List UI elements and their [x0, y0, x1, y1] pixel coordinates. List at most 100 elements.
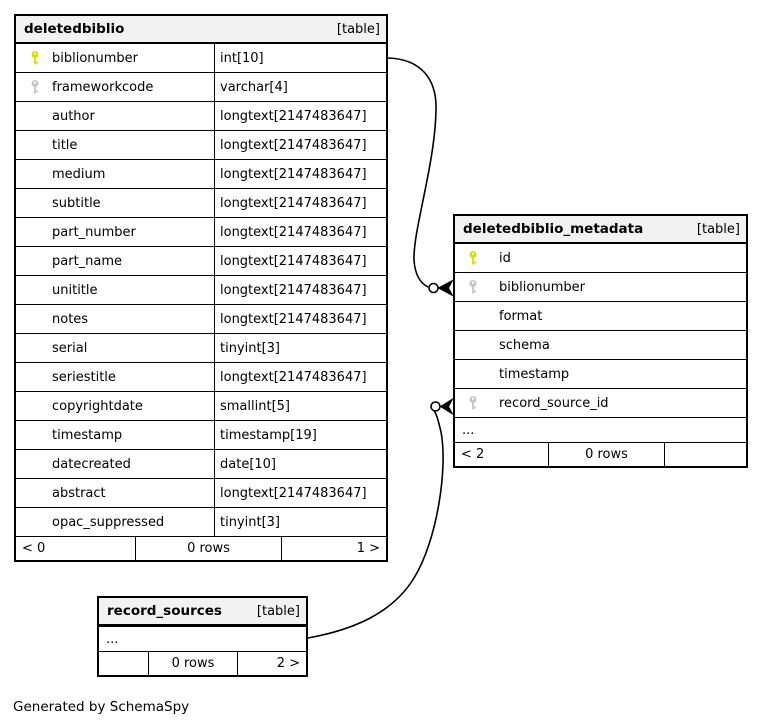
pager-prev[interactable] — [99, 652, 148, 675]
column-type-cell: longtext[2147483647] — [215, 305, 386, 333]
column-name-cell: author — [16, 102, 215, 130]
column-row-part_name[interactable]: part_name longtext[2147483647] — [16, 246, 386, 275]
column-type: longtext[2147483647] — [220, 224, 367, 240]
column-row-medium[interactable]: medium longtext[2147483647] — [16, 159, 386, 188]
table-header[interactable]: deletedbiblio [table] — [16, 16, 386, 44]
column-row-part_number[interactable]: part_number longtext[2147483647] — [16, 217, 386, 246]
column-row-biblionumber[interactable]: biblionumber int[10] — [16, 44, 386, 72]
column-name: medium — [52, 166, 106, 182]
hidden-columns-ellipsis: ... — [455, 417, 746, 442]
row-count: 0 rows — [135, 537, 281, 560]
column-name: timestamp — [499, 366, 570, 382]
column-name: frameworkcode — [52, 79, 154, 95]
column-name-cell: frameworkcode — [16, 73, 215, 101]
column-row-serial[interactable]: serial tinyint[3] — [16, 333, 386, 362]
column-type-cell: longtext[2147483647] — [215, 102, 386, 130]
table-footer: < 2 0 rows — [455, 442, 746, 466]
column-name-cell: biblionumber — [16, 44, 215, 72]
pager-prev[interactable]: < 2 — [461, 447, 485, 462]
column-type: int[10] — [220, 50, 264, 66]
column-name: record_source_id — [499, 395, 609, 411]
column-name: serial — [52, 340, 88, 356]
column-type-cell: varchar[4] — [215, 73, 386, 101]
column-name-cell: part_number — [16, 218, 215, 246]
table-footer: < 0 0 rows 1 > — [16, 536, 386, 560]
column-row-id[interactable]: id — [455, 244, 746, 272]
column-name: schema — [499, 337, 550, 353]
generated-by-note: Generated by SchemaSpy — [13, 699, 190, 715]
table-deletedbiblio-metadata: deletedbiblio_metadata [table] id biblion… — [453, 214, 748, 468]
column-name: author — [52, 108, 95, 124]
primary-key-icon — [31, 51, 39, 65]
column-name-cell: opac_suppressed — [16, 508, 215, 536]
row-count: 0 rows — [548, 443, 664, 466]
table-tag: [table] — [256, 603, 300, 619]
column-name: seriestitle — [52, 369, 116, 385]
column-type-cell: date[10] — [215, 450, 386, 478]
fk-crowfoot-record-source-id — [439, 397, 454, 416]
index-key-icon — [469, 280, 477, 294]
column-name: abstract — [52, 485, 106, 501]
column-row-timestamp[interactable]: timestamp — [455, 359, 746, 388]
column-name-cell: subtitle — [16, 189, 215, 217]
column-type: longtext[2147483647] — [220, 311, 367, 327]
column-name-cell: unititle — [16, 276, 215, 304]
fk-crowfoot-biblionumber — [437, 279, 454, 297]
column-name-cell: seriestitle — [16, 363, 215, 391]
column-name: datecreated — [52, 456, 131, 472]
row-count: 0 rows — [148, 652, 237, 675]
column-type: longtext[2147483647] — [220, 282, 367, 298]
column-type-cell: timestamp[19] — [215, 421, 386, 449]
column-type: timestamp[19] — [220, 427, 317, 443]
column-row-author[interactable]: author longtext[2147483647] — [16, 101, 386, 130]
column-name-cell: datecreated — [16, 450, 215, 478]
column-name-cell: id — [455, 244, 746, 272]
column-row-record_source_id[interactable]: record_source_id — [455, 388, 746, 417]
column-row-format[interactable]: format — [455, 301, 746, 330]
column-name-cell: format — [455, 302, 746, 330]
column-type: longtext[2147483647] — [220, 137, 367, 153]
table-title: deletedbiblio_metadata — [463, 221, 644, 237]
column-row-biblionumber[interactable]: biblionumber — [455, 272, 746, 301]
table-header[interactable]: deletedbiblio_metadata [table] — [455, 216, 746, 244]
pager-prev[interactable]: < 0 — [22, 541, 46, 556]
table-title: deletedbiblio — [24, 21, 125, 37]
column-type-cell: longtext[2147483647] — [215, 363, 386, 391]
column-name-cell: schema — [455, 331, 746, 359]
column-type-cell: tinyint[3] — [215, 508, 386, 536]
column-row-seriestitle[interactable]: seriestitle longtext[2147483647] — [16, 362, 386, 391]
column-type: longtext[2147483647] — [220, 485, 367, 501]
column-name: part_number — [52, 224, 136, 240]
pager-next[interactable]: 2 > — [237, 652, 306, 675]
column-name: biblionumber — [499, 279, 586, 295]
column-row-abstract[interactable]: abstract longtext[2147483647] — [16, 478, 386, 507]
column-type-cell: longtext[2147483647] — [215, 160, 386, 188]
table-tag: [table] — [696, 221, 740, 237]
fk-odot-biblionumber — [428, 282, 439, 294]
column-name-cell: notes — [16, 305, 215, 333]
pager-next[interactable] — [664, 443, 746, 466]
column-row-subtitle[interactable]: subtitle longtext[2147483647] — [16, 188, 386, 217]
column-type-cell: longtext[2147483647] — [215, 131, 386, 159]
column-row-notes[interactable]: notes longtext[2147483647] — [16, 304, 386, 333]
column-row-datecreated[interactable]: datecreated date[10] — [16, 449, 386, 478]
index-key-icon — [31, 80, 39, 94]
column-type-cell: longtext[2147483647] — [215, 247, 386, 275]
column-name: part_name — [52, 253, 123, 269]
column-name: subtitle — [52, 195, 101, 211]
column-name: copyrightdate — [52, 398, 143, 414]
column-type-cell: longtext[2147483647] — [215, 189, 386, 217]
column-row-schema[interactable]: schema — [455, 330, 746, 359]
column-type-cell: tinyint[3] — [215, 334, 386, 362]
column-row-unititle[interactable]: unititle longtext[2147483647] — [16, 275, 386, 304]
table-header[interactable]: record_sources [table] — [99, 598, 306, 626]
pager-next[interactable]: 1 > — [281, 537, 386, 560]
index-key-icon — [469, 396, 477, 410]
column-type-cell: longtext[2147483647] — [215, 276, 386, 304]
table-title: record_sources — [107, 603, 222, 619]
column-row-frameworkcode[interactable]: frameworkcode varchar[4] — [16, 72, 386, 101]
